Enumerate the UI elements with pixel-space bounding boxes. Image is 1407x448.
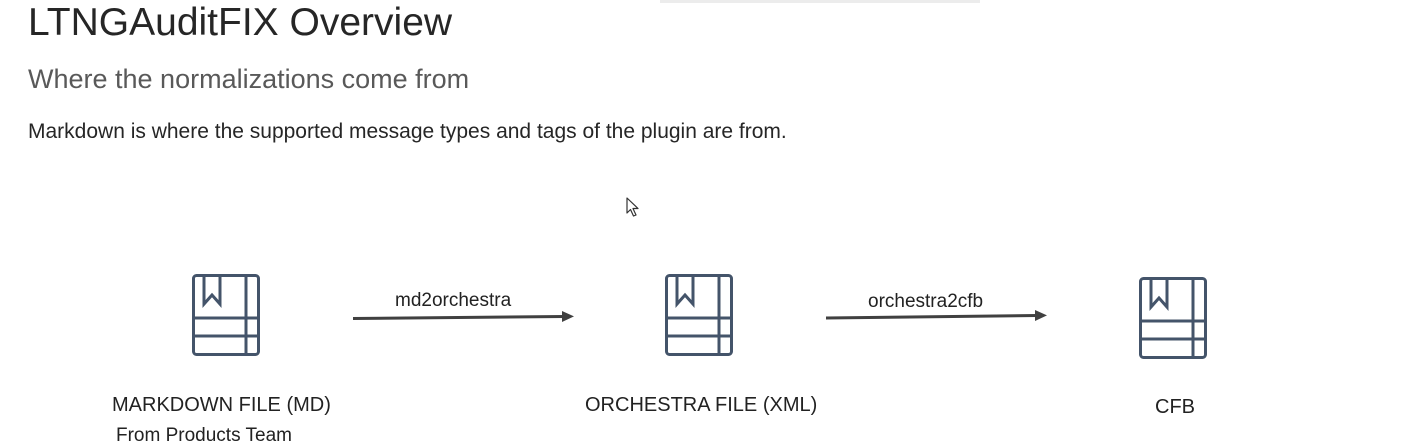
node-label-orchestra: ORCHESTRA FILE (XML) xyxy=(585,394,818,416)
node-sublabel-markdown: From Products Team xyxy=(116,425,292,446)
edge-label-orchestra2cfb: orchestra2cfb xyxy=(868,291,984,312)
book-icon xyxy=(1139,277,1207,359)
node-label-cfb: CFB xyxy=(1155,396,1195,418)
mouse-pointer-icon xyxy=(626,197,639,217)
edge-label-md2orchestra: md2orchestra xyxy=(395,290,512,311)
arrow-orchestra2cfb xyxy=(825,310,1047,321)
page-subtitle: Where the normalizations come from xyxy=(28,64,470,94)
top-divider xyxy=(660,0,980,3)
book-icon xyxy=(665,274,733,356)
arrow-md2orchestra xyxy=(352,311,574,322)
node-label-markdown: MARKDOWN FILE (MD) xyxy=(112,394,331,416)
page-title: LTNGAuditFIX Overview xyxy=(28,1,453,44)
page-description: Markdown is where the supported message … xyxy=(28,120,787,143)
book-icon xyxy=(192,274,260,356)
